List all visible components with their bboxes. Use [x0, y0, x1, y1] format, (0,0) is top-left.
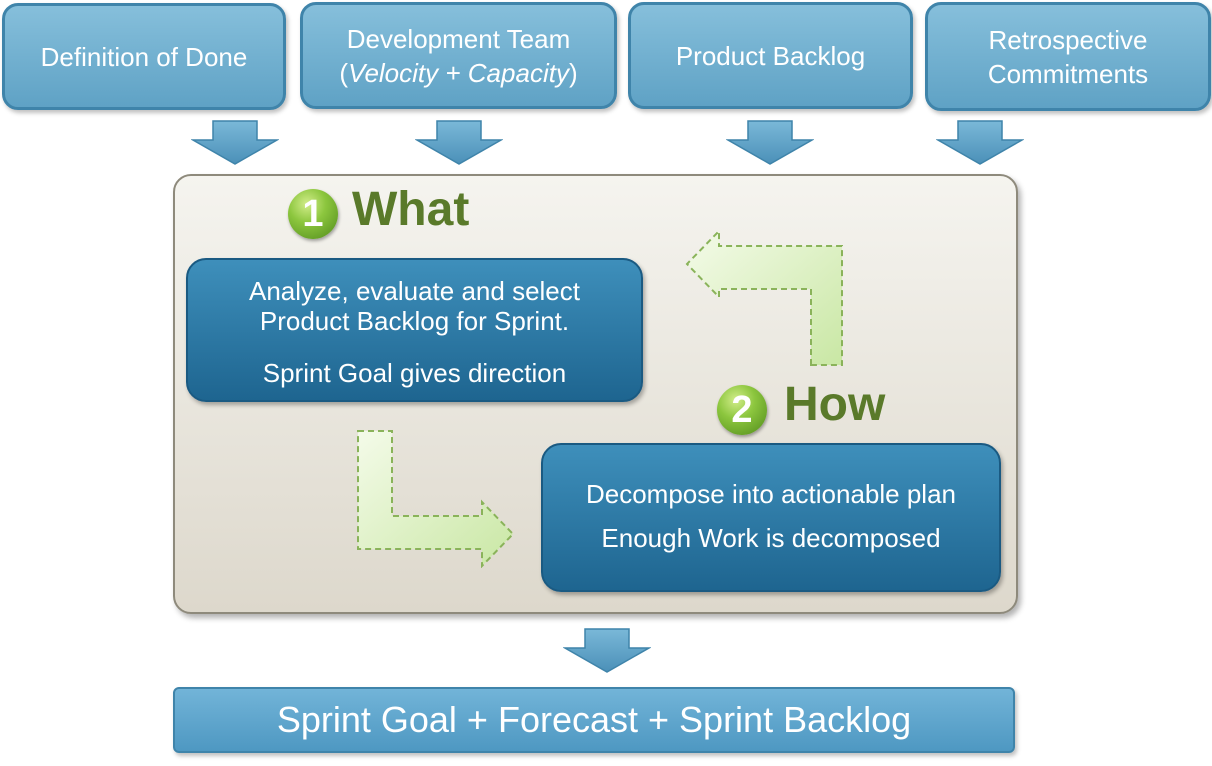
down-arrow-icon — [936, 120, 1024, 165]
input-development-team: Development Team (Velocity + Capacity) — [300, 2, 617, 109]
step-1-badge: 1 — [288, 189, 338, 239]
bent-arrow-icon — [685, 228, 843, 366]
step-2-box: Decompose into actionable plan Enough Wo… — [541, 443, 1001, 592]
input-retrospective-commitments: Retrospective Commitments — [925, 2, 1211, 111]
input-product-backlog: Product Backlog — [628, 2, 913, 109]
step-1-title: What — [352, 183, 470, 236]
bent-arrow-icon — [357, 430, 515, 568]
input-label: Development Team — [346, 23, 571, 54]
sprint-planning-output: Sprint Goal + Forecast + Sprint Backlog — [173, 687, 1015, 753]
input-sublabel: (Velocity + Capacity) — [339, 57, 578, 88]
step-1-text: Analyze, evaluate and select — [249, 276, 580, 306]
input-label: Product Backlog — [675, 40, 866, 71]
output-label: Sprint Goal + Forecast + Sprint Backlog — [276, 699, 912, 740]
step-2-text: Decompose into actionable plan — [585, 479, 957, 509]
down-arrow-icon — [415, 120, 503, 165]
input-definition-of-done: Definition of Done — [2, 3, 286, 110]
input-label: Retrospective — [988, 24, 1148, 55]
step-1-box: Analyze, evaluate and select Product Bac… — [186, 258, 643, 402]
step-2-title: How — [784, 378, 886, 431]
step-1-text: Product Backlog for Sprint. — [259, 306, 570, 336]
step-2-badge: 2 — [717, 385, 767, 435]
step-2-text: Enough Work is decomposed — [601, 523, 941, 553]
step-1-text: Sprint Goal gives direction — [262, 358, 567, 388]
down-arrow-icon — [726, 120, 814, 165]
input-label: Definition of Done — [40, 41, 248, 72]
down-arrow-icon — [191, 120, 279, 165]
down-arrow-icon — [563, 628, 651, 673]
input-label: Commitments — [987, 58, 1149, 89]
